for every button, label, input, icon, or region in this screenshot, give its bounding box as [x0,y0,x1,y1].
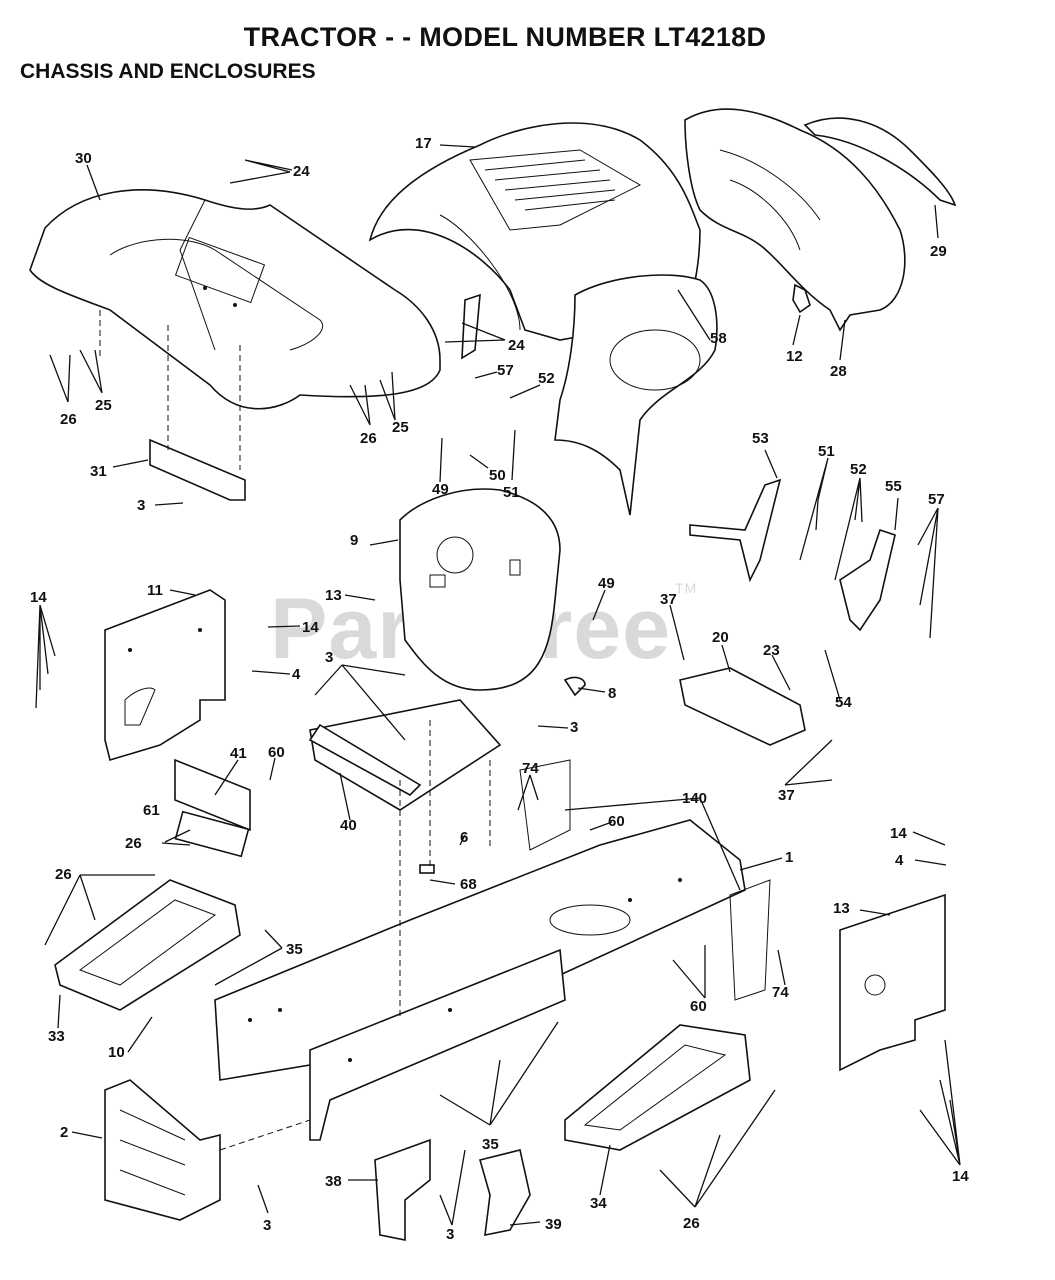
callout-35: 35 [286,941,303,958]
callout-39: 39 [545,1216,562,1233]
callout-51: 51 [503,484,520,501]
callout-11: 11 [147,582,163,599]
callout-1: 1 [785,849,793,866]
callout-6: 6 [460,829,468,846]
callout-57: 57 [928,491,945,508]
callout-26: 26 [55,866,72,883]
part-fuel-tank-support [399,488,561,691]
callout-52: 52 [850,461,867,478]
callout-31: 31 [90,463,107,480]
callout-25: 25 [392,419,409,436]
callout-3: 3 [325,649,333,666]
callout-13: 13 [833,900,850,917]
callout-51: 51 [818,443,835,460]
alignment-lines [99,310,491,1151]
part-left-side-panel [104,589,226,762]
callout-3: 3 [263,1217,271,1234]
part-dash-panel [684,108,957,332]
callout-20: 20 [712,629,729,646]
callout-12: 12 [786,348,803,365]
callout-40: 40 [340,817,357,834]
callout-54: 54 [835,694,852,711]
callout-labels: 30 24 17 29 24 26 25 26 25 58 12 28 57 5… [30,135,969,1243]
callout-35: 35 [482,1136,499,1153]
callout-4: 4 [895,852,904,869]
leader-lines [35,144,961,1226]
callout-74: 74 [772,984,789,1001]
callout-74: 74 [522,760,539,777]
callout-33: 33 [48,1028,65,1045]
callout-25: 25 [95,397,112,414]
callout-30: 30 [75,150,92,167]
callout-9: 9 [350,532,358,549]
callout-37: 37 [660,591,677,608]
part-plates [174,667,806,832]
callout-26: 26 [125,835,142,852]
callout-60: 60 [268,744,285,761]
callout-24: 24 [293,163,310,180]
callout-14: 14 [302,619,319,636]
watermark-trademark: TM [675,580,698,596]
callout-4: 4 [292,666,301,683]
callout-55: 55 [885,478,902,495]
callout-34: 34 [590,1195,607,1212]
callout-38: 38 [325,1173,342,1190]
callout-68: 68 [460,876,477,893]
callout-26: 26 [683,1215,700,1232]
callout-17: 17 [415,135,432,152]
callout-37: 37 [778,787,795,804]
callout-28: 28 [830,363,847,380]
part-main-frame [214,759,771,1141]
callout-23: 23 [763,642,780,659]
callout-26: 26 [360,430,377,447]
callout-57: 57 [497,362,514,379]
callout-53: 53 [752,430,769,447]
part-rear-fender [29,189,441,410]
callout-3: 3 [137,497,145,514]
callout-3: 3 [446,1226,454,1243]
callout-13: 13 [325,587,342,604]
callout-24: 24 [508,337,525,354]
part-side-brackets [689,478,896,632]
callout-10: 10 [108,1044,125,1061]
callout-26: 26 [60,411,77,428]
callout-49: 49 [432,481,449,498]
section-title: CHASSIS AND ENCLOSURES [20,60,316,83]
callout-41: 41 [230,745,247,762]
part-bottom-brackets [104,1079,531,1241]
callout-14: 14 [952,1168,969,1185]
callout-8: 8 [608,685,616,702]
callout-60: 60 [608,813,625,830]
callout-14: 14 [890,825,907,842]
callout-14: 14 [30,589,47,606]
callout-2: 2 [60,1124,68,1141]
callout-58: 58 [710,330,727,347]
callout-3: 3 [570,719,578,736]
part-footrests [54,879,751,1151]
callout-140: 140 [682,790,707,807]
callout-52: 52 [538,370,555,387]
callout-29: 29 [930,243,947,260]
callout-50: 50 [489,467,506,484]
callout-49: 49 [598,575,615,592]
callout-60: 60 [690,998,707,1015]
part-right-side-panel [839,893,946,1072]
part-belt-shield [554,274,718,516]
diagram-title: TRACTOR - - MODEL NUMBER LT4218D [243,22,767,52]
callout-61: 61 [143,802,160,819]
